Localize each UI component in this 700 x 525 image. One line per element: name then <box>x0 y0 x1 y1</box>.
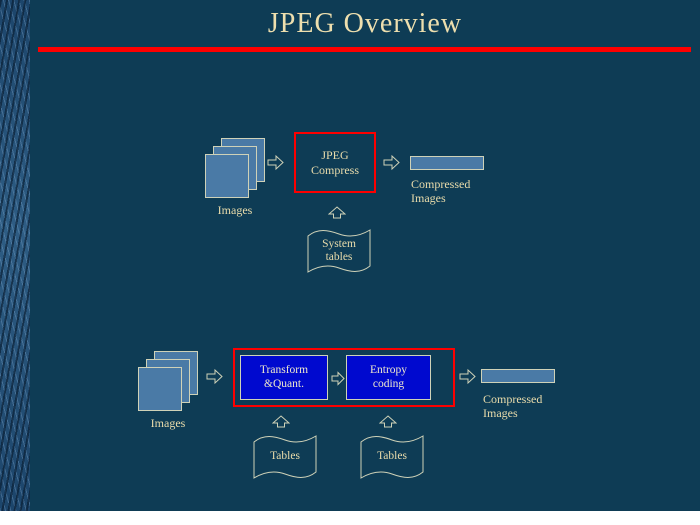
image-square <box>138 367 182 411</box>
footer-strip <box>0 511 700 525</box>
left-texture-border <box>0 0 30 511</box>
up-arrow-icon <box>378 415 398 433</box>
entropy-coding-box: Entropy coding <box>346 355 431 400</box>
tables-banner-1: Tables <box>252 432 318 482</box>
jpeg-compress-box: JPEG Compress <box>294 132 376 193</box>
tables-label-2: Tables <box>377 450 407 463</box>
wave-shape-icon <box>360 435 424 479</box>
title-underline <box>38 47 691 52</box>
up-arrow-icon <box>327 206 347 224</box>
up-arrow-icon <box>271 415 291 433</box>
compressed-images-label-bottom: Compressed Images <box>483 392 543 420</box>
tables-banner-2: Tables <box>359 432 425 482</box>
images-label-top: Images <box>217 203 253 217</box>
right-arrow-icon <box>267 154 284 176</box>
images-label-bottom: Images <box>150 416 186 430</box>
wave-shape-icon <box>307 229 371 273</box>
compressed-images-label-top: Compressed Images <box>411 177 471 205</box>
transform-quant-box: Transform &Quant. <box>240 355 328 400</box>
tables-label-1: Tables <box>270 450 300 463</box>
jpeg-compress-label: JPEG Compress <box>311 148 359 177</box>
wave-shape-icon <box>253 435 317 479</box>
entropy-coding-label: Entropy coding <box>369 363 408 390</box>
images-stack-bottom <box>138 351 198 411</box>
system-tables-banner: System tables <box>306 226 372 276</box>
transform-quant-label: Transform &Quant. <box>259 363 309 390</box>
right-arrow-icon <box>383 154 400 176</box>
system-tables-label: System tables <box>322 237 356 263</box>
right-arrow-icon <box>459 368 476 390</box>
image-square <box>205 154 249 198</box>
compressed-images-bar-bottom <box>481 369 555 383</box>
codec-highlight-box <box>233 348 455 407</box>
compressed-images-bar-top <box>410 156 484 170</box>
images-stack-top <box>205 138 265 198</box>
right-arrow-icon <box>206 368 223 390</box>
right-arrow-icon <box>331 371 345 391</box>
slide-title: JPEG Overview <box>267 8 463 39</box>
